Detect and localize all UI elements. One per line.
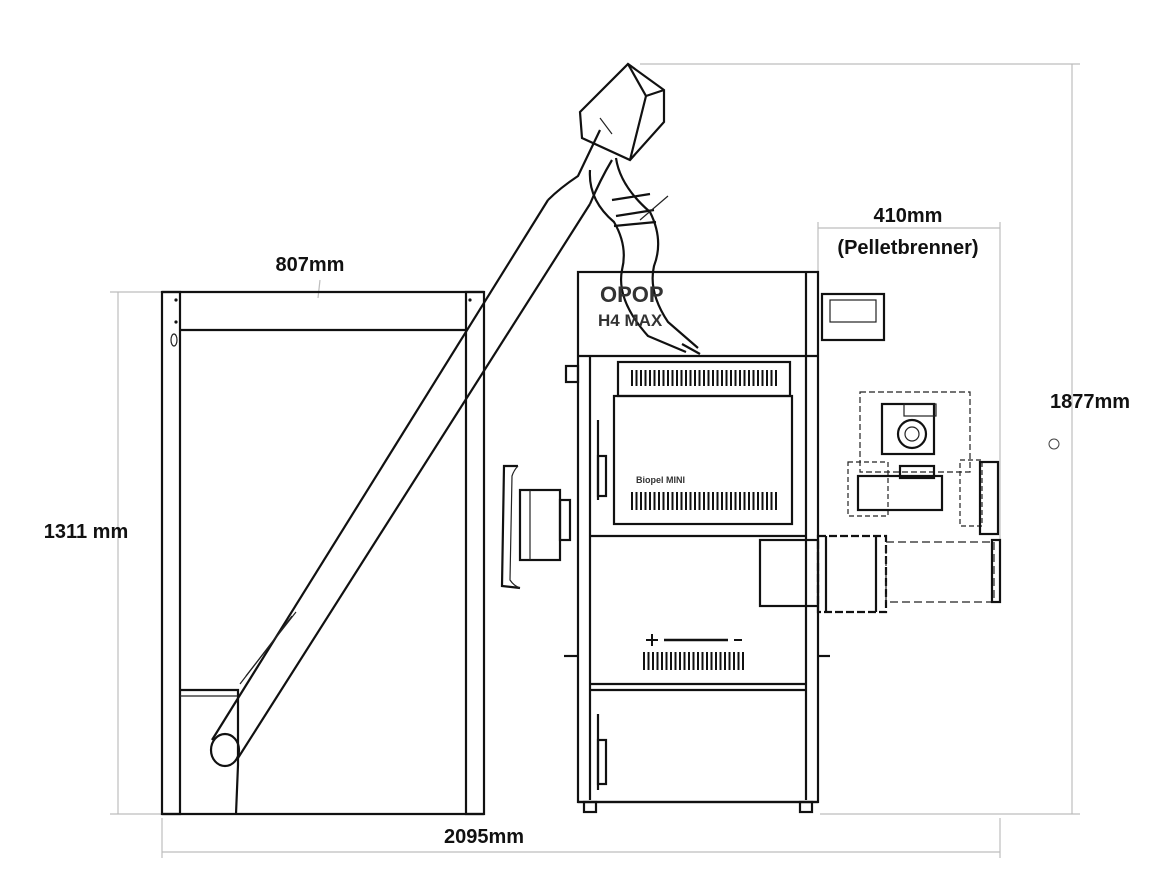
total-height-label: 1877mm xyxy=(1050,391,1130,413)
total-width-label: 2095mm xyxy=(444,826,524,848)
control-panel xyxy=(820,292,886,342)
pellet-hopper xyxy=(160,290,486,816)
hopper-width-label: 807mm xyxy=(276,254,345,276)
burner-name-label: (Pelletbrenner) xyxy=(837,237,978,259)
burner-width-label: 410mm xyxy=(874,205,943,227)
reference-circle xyxy=(1048,438,1060,450)
dimension-lines xyxy=(110,63,1080,858)
fan-unit xyxy=(500,464,572,590)
flex-hose xyxy=(588,157,701,355)
boiler-plate: Biopel MINI xyxy=(636,475,685,485)
boiler-grilles xyxy=(631,370,777,670)
auger-tube xyxy=(209,62,666,768)
hopper-height-label: 1311 mm xyxy=(44,521,129,543)
boiler-brand: OPOP xyxy=(600,282,664,307)
pellet-burner xyxy=(758,391,1002,614)
boiler-model: H4 MAX xyxy=(598,311,663,330)
